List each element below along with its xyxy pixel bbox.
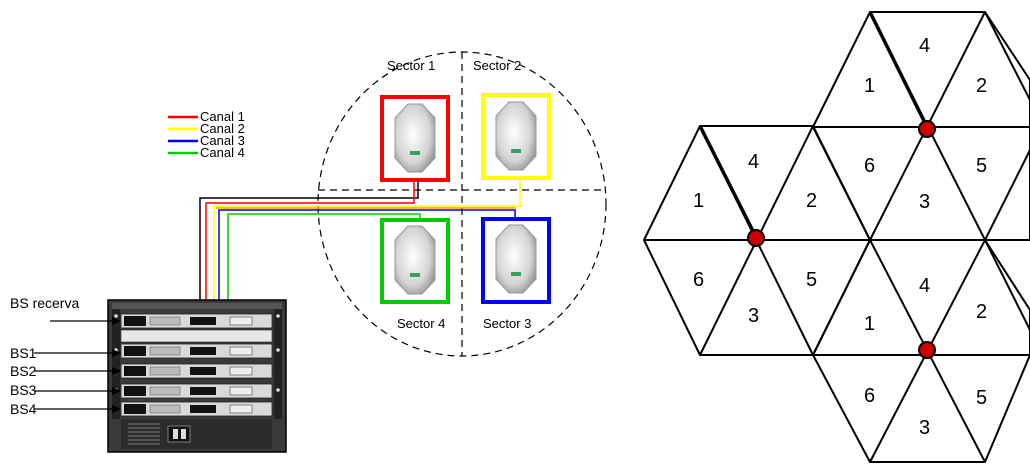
cell-label: 1 xyxy=(693,190,704,212)
legend-item-canal-4: Canal 4 xyxy=(200,145,245,160)
rack-unit-bs2 xyxy=(120,363,273,379)
label-bs1: BS1 xyxy=(10,345,37,361)
label-bs3: BS3 xyxy=(10,382,37,398)
antenna-sector-4 xyxy=(380,218,450,304)
cell-label: 6 xyxy=(864,385,875,407)
cell-label: 2 xyxy=(806,190,817,212)
cell-label: 1 xyxy=(864,313,875,335)
cell-label: 3 xyxy=(919,191,930,213)
cell-label: 4 xyxy=(919,35,930,57)
rack-unit-bs1 xyxy=(120,343,273,359)
cell-label: 4 xyxy=(748,151,759,173)
equipment-rack xyxy=(107,299,287,453)
sector-2-label: Sector 2 xyxy=(473,58,521,73)
legend-item-canal-1: Canal 1 xyxy=(200,109,245,124)
sector-diagram: Sector 1 Sector 2 Sector 4 Sector 3 xyxy=(317,51,607,357)
legend: Canal 1 Canal 2 Canal 3 Canal 4 xyxy=(168,109,245,160)
sector-1-label: Sector 1 xyxy=(387,58,435,73)
grid-numbers: 1 4 2 6 3 5 1 4 2 6 3 5 1 4 2 6 3 5 xyxy=(693,35,987,439)
cell-label: 2 xyxy=(976,301,987,323)
rack-unit-reserve xyxy=(120,313,273,329)
node-left xyxy=(747,229,765,247)
antenna-sector-2 xyxy=(481,93,551,180)
node-upper xyxy=(918,120,936,138)
cell-label: 1 xyxy=(864,75,875,97)
cell-label: 5 xyxy=(976,387,987,409)
sector-3-label: Sector 3 xyxy=(483,316,531,331)
rack-labels: BS recerva BS1 BS2 BS3 BS4 xyxy=(10,295,121,417)
rack-unit-bs4 xyxy=(120,401,273,417)
cell-label: 4 xyxy=(919,275,930,297)
cell-label: 3 xyxy=(748,305,759,327)
cable-reserve xyxy=(199,180,419,322)
cell-label: 6 xyxy=(864,155,875,177)
label-bs2: BS2 xyxy=(10,363,37,379)
label-bs-reserve: BS recerva xyxy=(10,295,79,311)
antenna-sector-1 xyxy=(380,95,450,182)
rack-unit-bs3 xyxy=(120,383,273,399)
legend-item-canal-2: Canal 2 xyxy=(200,121,245,136)
antenna-sector-3 xyxy=(481,217,551,304)
frequency-reuse-grid xyxy=(643,11,1030,463)
cell-label: 2 xyxy=(976,75,987,97)
label-bs4: BS4 xyxy=(10,401,37,417)
node-lower xyxy=(918,341,936,359)
cell-label: 5 xyxy=(976,155,987,177)
cell-label: 6 xyxy=(693,269,704,291)
grid-emphasis xyxy=(698,11,929,238)
base-station-nodes xyxy=(747,120,936,359)
cell-label: 3 xyxy=(919,417,930,439)
sector-4-label: Sector 4 xyxy=(397,316,445,331)
legend-item-canal-3: Canal 3 xyxy=(200,133,245,148)
cell-label: 5 xyxy=(806,269,817,291)
